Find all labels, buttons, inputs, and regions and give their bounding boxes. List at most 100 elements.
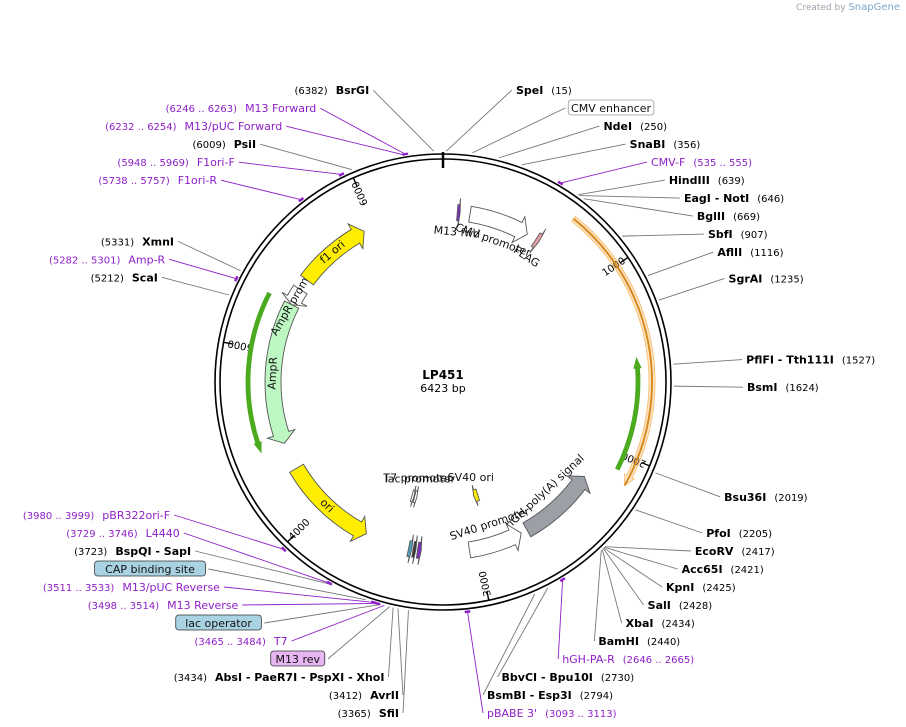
feature-lac-promoter[interactable] [412, 486, 419, 508]
label-hindiii[interactable]: HindIII(639) [669, 174, 745, 187]
label-eagi-noti[interactable]: EagI - NotI(646) [684, 192, 784, 205]
label-pbabe-3[interactable]: pBABE 3'(3093 .. 3113) [487, 707, 617, 720]
kpni-position: (2425) [702, 583, 735, 594]
absi-paer7i-pspxi-xhoi-position: (3434) [174, 673, 207, 684]
label-lac-operator[interactable]: lac operator [175, 614, 262, 631]
bglii-name: BglII [697, 210, 725, 223]
label-scai[interactable]: (5212)ScaI [91, 271, 158, 284]
kpni-name: KpnI [666, 581, 694, 594]
leader-line [238, 161, 342, 175]
label-m13-forward[interactable]: (6246 .. 6263)M13 Forward [166, 102, 317, 115]
label-kpni[interactable]: KpnI (2425) [666, 581, 736, 594]
label-l4440[interactable]: (3729 .. 3746)L4440 [66, 527, 180, 540]
label-aflii[interactable]: AflII(1116) [717, 246, 783, 259]
primer-mark [559, 577, 566, 583]
leader-line [327, 606, 390, 660]
label-m13-puc-reverse[interactable]: (3511 .. 3533)M13/pUC Reverse [43, 581, 220, 594]
f1ori-r-text: (5738 .. 5757)F1ori-R [98, 174, 217, 187]
label-sfii[interactable]: (3365)SfiI [338, 707, 399, 720]
pflfi-tth111i-name: PflFI - Tth111I [746, 354, 834, 367]
l4440-position: (3729 .. 3746) [66, 529, 138, 540]
label-snabi[interactable]: SnaBI(356) [630, 138, 701, 151]
feature-cmv-promoter[interactable] [468, 205, 528, 244]
label-bsu36i[interactable]: Bsu36I(2019) [724, 491, 808, 504]
label-sbfi[interactable]: SbfI(907) [708, 228, 768, 241]
pfoi-name: PfoI [706, 527, 731, 540]
feature-label-sv40-ori: SV40 ori [448, 471, 494, 484]
label-cap-binding-site[interactable]: CAP binding site [94, 560, 206, 577]
avrii-position: (3412) [329, 691, 362, 702]
leader-line [647, 251, 714, 276]
label-hgh-pa-r[interactable]: hGH-PA-R(2646 .. 2665) [562, 653, 694, 666]
label-acc65i[interactable]: Acc65I(2421) [682, 563, 764, 576]
feature-ampr-promoter[interactable] [281, 284, 308, 307]
label-bglii[interactable]: BglII(669) [697, 210, 760, 223]
leader-line [223, 586, 374, 603]
plasmid-backbone [214, 152, 672, 611]
label-pbr322ori-f[interactable]: (3980 .. 3999)pBR322ori-F [23, 509, 170, 522]
label-bsmi[interactable]: BsmI(1624) [747, 381, 819, 394]
tick-label: 5000 [227, 337, 254, 352]
m13-reverse-name: M13 Reverse [167, 599, 238, 612]
label-pfoi[interactable]: PfoI(2205) [706, 527, 772, 540]
feature-hgh-poly-a-signal[interactable] [522, 475, 591, 538]
label-f1ori-r[interactable]: (5738 .. 5757)F1ori-R [98, 174, 217, 187]
label-xbai[interactable]: XbaI(2434) [626, 617, 695, 630]
bsmbi-esp3i-text: BsmBI - Esp3I(2794) [487, 689, 613, 702]
feature-ori[interactable] [289, 463, 367, 543]
label-f1ori-f[interactable]: (5948 .. 5969)F1ori-F [117, 156, 234, 169]
leader-line [259, 143, 353, 171]
ecorv-text: EcoRV(2417) [695, 545, 775, 558]
label-avrii[interactable]: (3412) AvrII [329, 689, 399, 702]
sbfi-name: SbfI [708, 228, 733, 241]
label-m13-puc-forward[interactable]: (6232 .. 6254)M13/pUC Forward [105, 120, 282, 133]
label-m13-reverse[interactable]: (3498 .. 3514)M13 Reverse [88, 599, 239, 612]
label-psii[interactable]: (6009)PsiI [193, 138, 257, 151]
pbabe-3-name: pBABE 3' [487, 707, 537, 720]
leader-line [602, 548, 645, 606]
feature-unnamed[interactable] [571, 215, 656, 487]
label-bamhi[interactable]: BamHI(2440) [598, 635, 680, 648]
bbvci-bpu10i-position: (2730) [601, 673, 634, 684]
label-spei[interactable]: SpeI(15) [516, 84, 572, 97]
feature-sv40-promoter[interactable] [467, 523, 522, 559]
cap-binding-site-box [94, 560, 206, 577]
feature-unnamed[interactable] [415, 536, 423, 565]
feature-unnamed[interactable] [245, 291, 272, 454]
leader-line [320, 107, 406, 155]
label-sgrai[interactable]: SgrAI(1235) [729, 272, 804, 285]
leader-line [264, 604, 381, 624]
feature-flag[interactable] [529, 228, 547, 254]
feature-m13-fwd[interactable] [456, 198, 461, 228]
label-sali[interactable]: SalI(2428) [648, 599, 713, 612]
label-ndei[interactable]: NdeI(250) [603, 120, 667, 133]
feature-sv40-ori[interactable] [471, 485, 481, 507]
feature-t7-promoter[interactable] [409, 485, 417, 507]
feature-f1-ori[interactable] [299, 222, 365, 286]
label-bsrgi[interactable]: (6382)BsrGI [294, 84, 369, 97]
primer-mark [298, 197, 305, 203]
lac-operator-box [175, 614, 262, 631]
feature-ampr[interactable] [264, 300, 300, 444]
ndei-name: NdeI [603, 120, 632, 133]
t7-name: T7 [273, 635, 288, 648]
label-bspqi-sapi[interactable]: (3723)BspQI - SapI [74, 545, 191, 558]
label-t7[interactable]: (3465 .. 3484)T7 [194, 635, 287, 648]
feature-unnamed[interactable] [615, 356, 642, 471]
feature-unnamed[interactable] [411, 535, 418, 564]
label-bsmbi-esp3i[interactable]: BsmBI - Esp3I(2794) [487, 689, 613, 702]
feature-unnamed[interactable] [406, 534, 414, 564]
label-cmv-f[interactable]: CMV-F(535 .. 555) [651, 156, 752, 169]
avrii-name: AvrII [370, 689, 399, 702]
label-ecorv[interactable]: EcoRV(2417) [695, 545, 775, 558]
label-xmni[interactable]: (5331)XmnI [101, 235, 174, 248]
spei-name: SpeI [516, 84, 543, 97]
label-cmv-enhancer[interactable]: CMV enhancer [567, 99, 655, 116]
label-pflfi-tth111i[interactable]: PflFI - Tth111I(1527) [746, 354, 875, 367]
label-amp-r[interactable]: (5282 .. 5301)Amp-R [49, 253, 166, 266]
primer-marks [234, 152, 566, 614]
label-bbvci-bpu10i[interactable]: BbvCI - Bpu10I(2730) [502, 671, 635, 684]
label-absi-paer7i-pspxi-xhoi[interactable]: (3434)AbsI - PaeR7I - PspXI - XhoI [174, 671, 385, 684]
primer-mark [557, 180, 564, 186]
label-m13-rev[interactable]: M13 rev [270, 650, 326, 667]
